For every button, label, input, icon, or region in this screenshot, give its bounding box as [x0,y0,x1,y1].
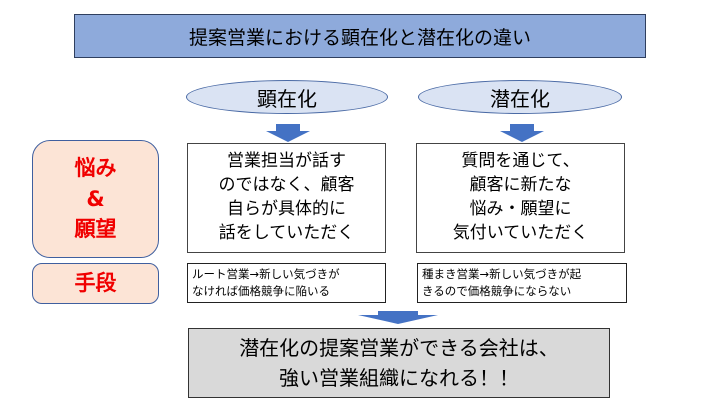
label-line: 願望 [74,217,117,242]
text-line: 話をしていただく [218,222,355,243]
text-line: 強い営業組織になれる！！ [279,366,519,390]
down-arrow-icon [358,311,438,324]
page-title: 提案営業における顕在化と潜在化の違い [74,14,646,58]
label-means: 手段 [32,263,159,304]
text-line: のではなく、顧客 [218,175,355,196]
text-line: きるので価格競争にならない [422,284,572,298]
down-arrow-icon [266,124,310,142]
text-line: 質問を通じて、 [461,151,580,172]
kenzaika-description: 営業担当が話す のではなく、顧客 自らが具体的に 話をしていただく [187,143,386,253]
text-line: 種まき営業→新しい気づきが起 [422,267,582,282]
label-line: 悩み [74,156,117,181]
label-line: & [86,186,105,211]
label-worries-desires: 悩み & 願望 [32,140,159,258]
down-arrow-icon [500,124,544,142]
text-line: 気付いていただく [452,222,589,243]
kenzaika-means: ルート営業→新しい気づきが なければ価格競争に陥いる [187,263,386,303]
text-line: ルート営業→新しい気づきが [192,267,340,282]
text-line: なければ価格競争に陥いる [192,284,330,298]
senzaika-means: 種まき営業→新しい気づきが起 きるので価格競争にならない [417,263,627,303]
text-line: 営業担当が話す [227,151,346,172]
header-senzaika: 潜在化 [418,80,622,114]
header-kenzaika: 顕在化 [186,80,388,114]
senzaika-description: 質問を通じて、 顧客に新たな 悩み・願望に 気付いていただく [416,143,625,253]
text-line: 自らが具体的に [227,199,346,219]
text-line: 潜在化の提案営業ができる会社は、 [239,336,559,360]
conclusion-box: 潜在化の提案営業ができる会社は、 強い営業組織になれる！！ [188,328,610,398]
text-line: 悩み・願望に [469,199,572,219]
text-line: 顧客に新たな [469,175,572,196]
